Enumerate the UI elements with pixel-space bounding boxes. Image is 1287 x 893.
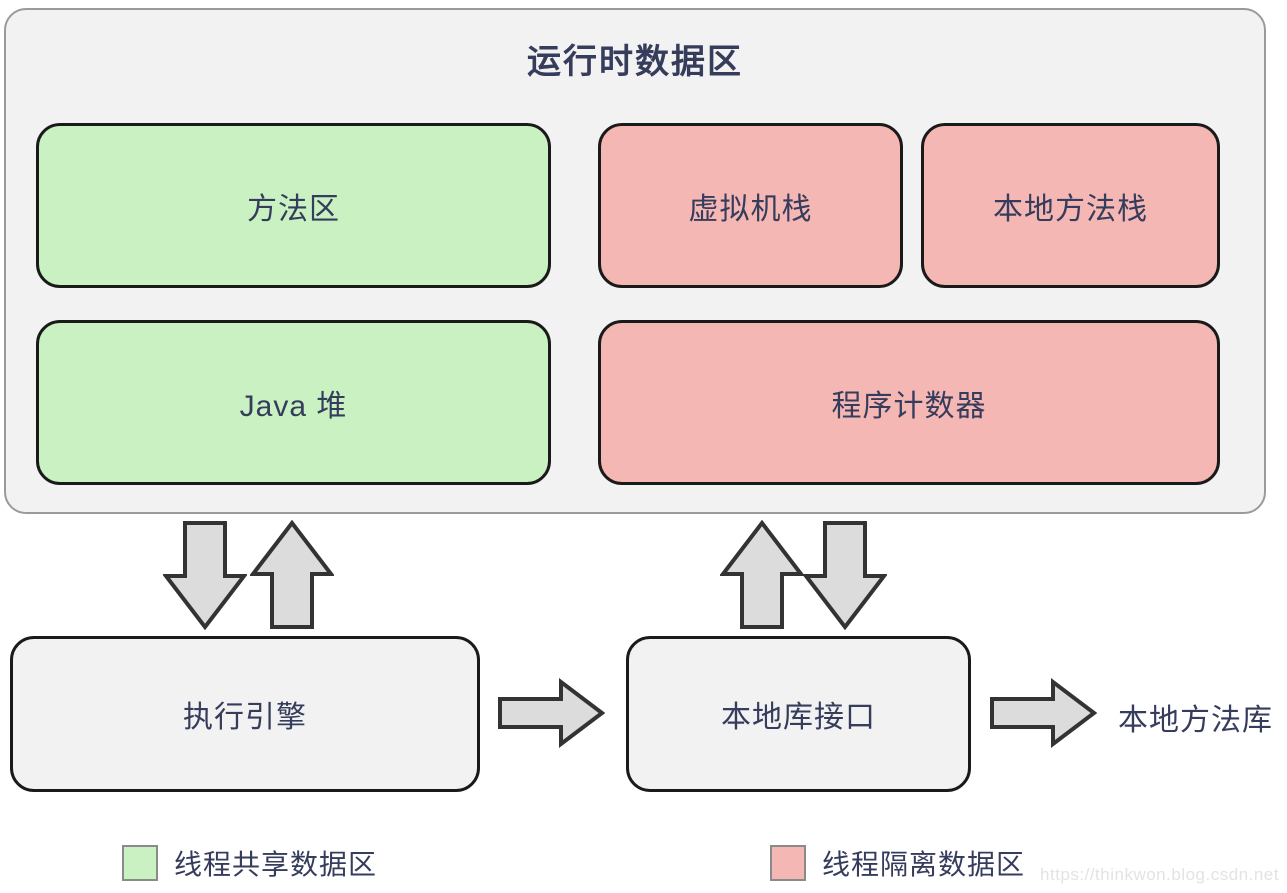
right-arrow-icon (497, 677, 605, 749)
java-heap-box: Java 堆 (36, 320, 551, 485)
down-arrow-icon (163, 520, 247, 630)
native-method-stack-box: 本地方法栈 (921, 123, 1220, 288)
shared-color-swatch (122, 845, 158, 881)
up-arrow-icon (720, 520, 804, 630)
up-arrow-icon (250, 520, 334, 630)
execution-engine-label: 执行引擎 (183, 701, 307, 734)
program-counter-label: 程序计数器 (831, 389, 987, 423)
execution-engine-box: 执行引擎 (10, 636, 480, 792)
vm-stack-label: 虚拟机栈 (688, 192, 813, 226)
legend-shared-label: 线程共享数据区 (174, 849, 378, 880)
native-method-stack-label: 本地方法栈 (993, 192, 1148, 226)
native-method-library-label: 本地方法库 (1118, 704, 1273, 737)
native-library-interface-box: 本地库接口 (626, 636, 971, 792)
isolated-color-swatch (770, 845, 806, 881)
method-area-box: 方法区 (36, 123, 551, 288)
watermark: https://thinkwon.blog.csdn.net (1040, 865, 1279, 884)
right-arrow-icon (989, 677, 1097, 749)
vm-stack-box: 虚拟机栈 (598, 123, 903, 288)
legend-isolated: 线程隔离数据区 (770, 843, 1025, 883)
program-counter-box: 程序计数器 (598, 320, 1220, 485)
down-arrow-icon (803, 520, 887, 630)
native-library-interface-label: 本地库接口 (721, 701, 876, 734)
java-heap-label: Java 堆 (239, 389, 348, 423)
legend-shared: 线程共享数据区 (122, 843, 377, 883)
legend-isolated-label: 线程隔离数据区 (822, 849, 1026, 880)
diagram-title: 运行时数据区 (527, 43, 743, 81)
method-area-label: 方法区 (247, 192, 340, 226)
